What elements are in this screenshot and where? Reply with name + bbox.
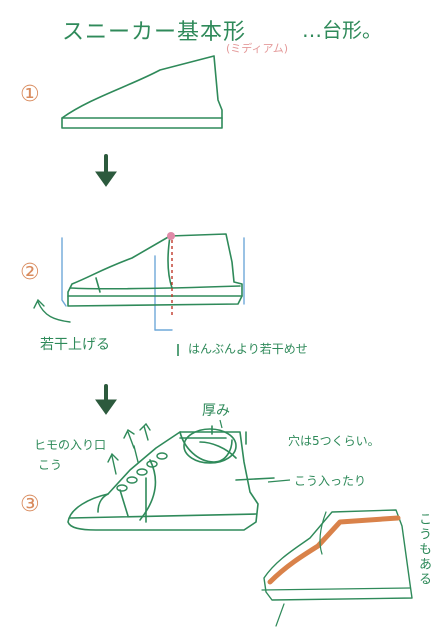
sketch-title: スニーカー基本形	[62, 20, 247, 45]
lace-holes	[116, 452, 168, 492]
heel-detail-sketch	[261, 509, 413, 627]
label-kou-variant: こうもある	[416, 512, 431, 587]
raise-arrow-icon	[33, 298, 71, 323]
step2-guides	[61, 237, 245, 331]
callout-lines	[219, 419, 291, 483]
label-kou: こう	[38, 458, 63, 472]
label-thickness: 厚み	[202, 403, 230, 419]
step2-shoe	[67, 233, 243, 307]
label-raise-slightly: 若干上げる	[40, 337, 110, 353]
title-suffix: …台形。	[302, 18, 382, 42]
arrow-down-icon	[95, 384, 117, 415]
label-lace-entry: ヒモの入り口	[34, 438, 107, 452]
step1-trapezoid-shoe	[61, 55, 223, 129]
label-kou-inside: こう入ったり	[294, 474, 367, 488]
arrow-down-icon	[95, 154, 117, 187]
ankle-pin-dot	[167, 232, 175, 240]
step-number-2: ②	[20, 260, 40, 285]
label-center-offset: はんぶんより若干めせ	[188, 342, 308, 356]
step-number-1: ①	[20, 82, 40, 107]
step-number-3: ③	[20, 492, 40, 517]
label-five-holes: 穴は5つくらい。	[288, 434, 380, 448]
lace-entry-arrows	[107, 422, 151, 475]
step3-sneaker	[67, 425, 275, 531]
sketch-subtitle: (ミディアム)	[226, 42, 289, 55]
